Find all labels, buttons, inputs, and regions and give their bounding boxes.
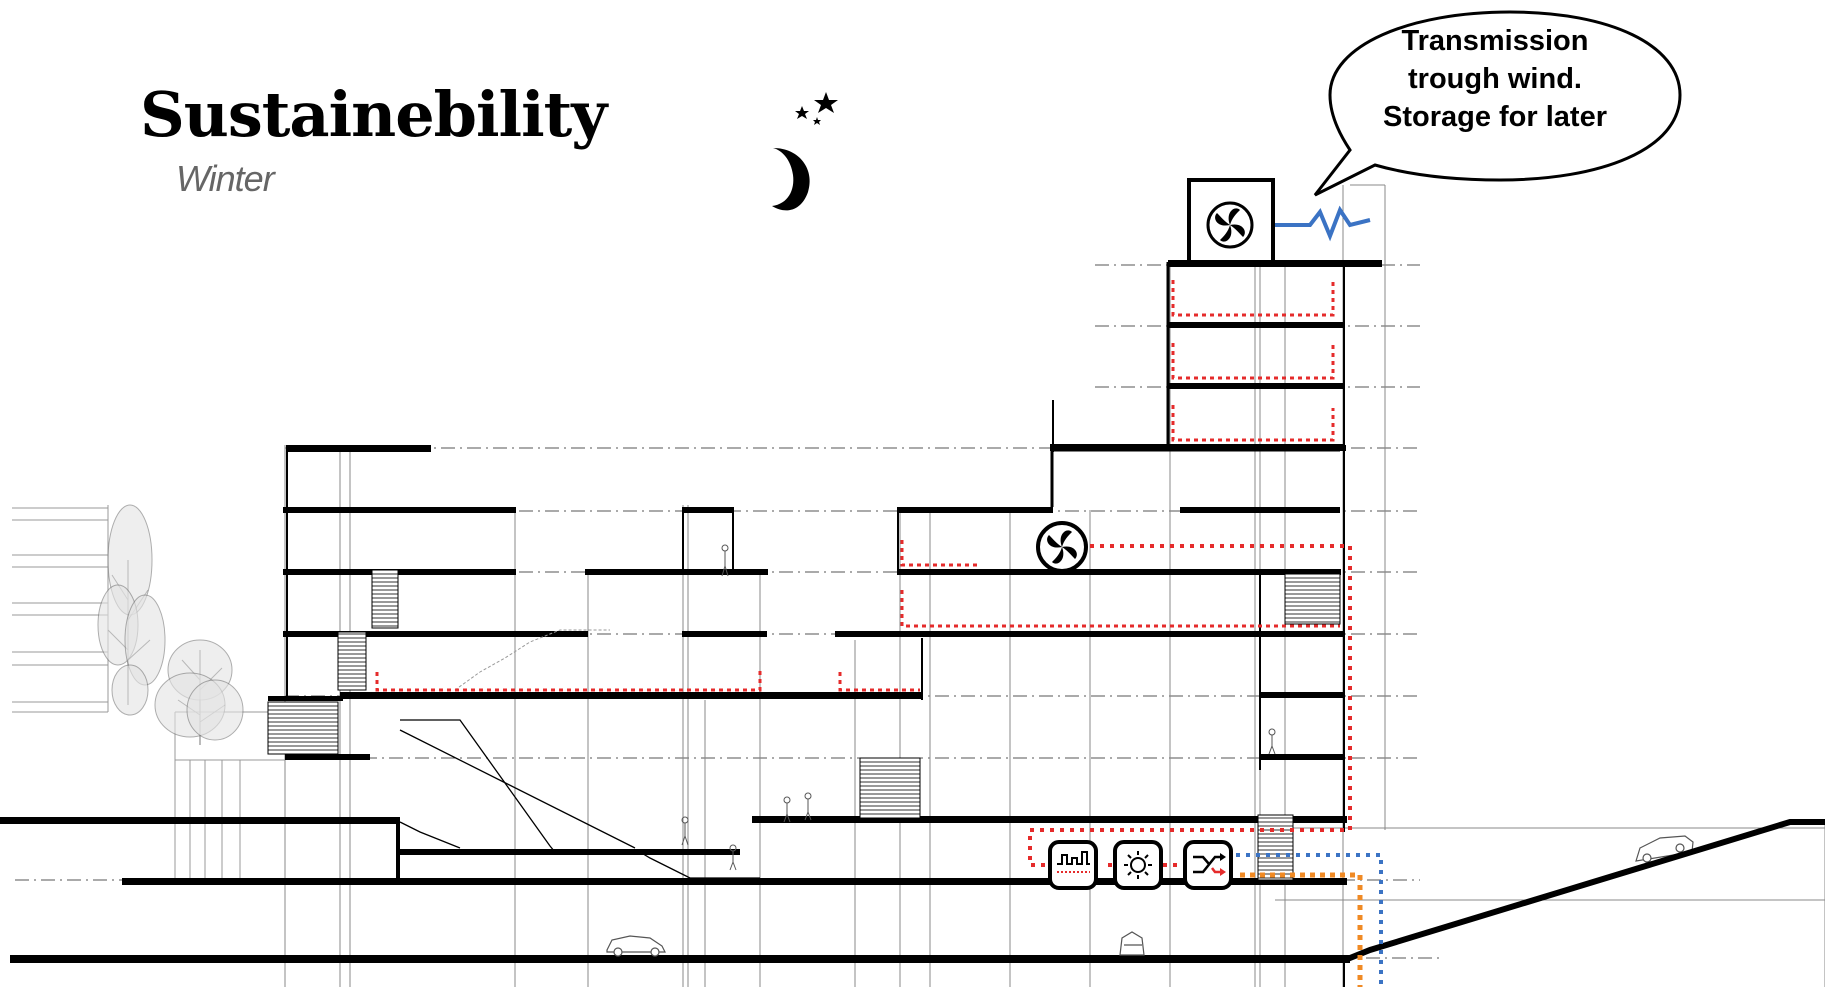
battery-storage-icon bbox=[1048, 840, 1098, 890]
page-title: Sustainebility bbox=[140, 78, 607, 151]
moon-icon bbox=[772, 148, 810, 211]
thin-stair bbox=[454, 629, 610, 691]
wind-power-line bbox=[1236, 205, 1383, 987]
ventilation-fan-icon bbox=[1036, 521, 1088, 573]
callout-text: Transmission trough wind. Storage for la… bbox=[1330, 22, 1660, 136]
roof-terrace bbox=[1050, 445, 1346, 451]
callout-line: Storage for later bbox=[1383, 101, 1607, 133]
heat-flow-lines bbox=[375, 280, 1340, 692]
callout-line: Transmission bbox=[1401, 25, 1589, 57]
stars-icon bbox=[795, 92, 838, 125]
switch-icon bbox=[1183, 840, 1233, 890]
person-icon bbox=[681, 544, 1276, 871]
callout-line: trough wind. bbox=[1408, 63, 1582, 95]
tree-icon bbox=[154, 639, 244, 745]
street-ramp bbox=[1343, 819, 1825, 987]
main-stair bbox=[399, 719, 760, 879]
supply-line bbox=[1240, 872, 1363, 987]
stair-cores bbox=[267, 569, 1341, 881]
building-slabs bbox=[0, 260, 1382, 963]
callout-bubble bbox=[1313, 10, 1682, 197]
wind-turbine-icon bbox=[1187, 178, 1275, 264]
car-icon bbox=[606, 935, 666, 957]
sun-icon bbox=[1113, 840, 1163, 890]
page-subtitle: Winter bbox=[176, 158, 275, 199]
tree-icon bbox=[97, 504, 166, 716]
car-icon bbox=[1119, 931, 1145, 956]
